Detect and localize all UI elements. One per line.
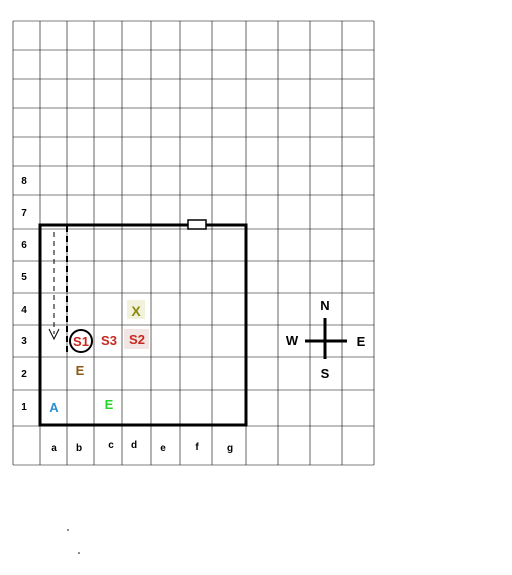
row-label-3: 3 (21, 336, 27, 347)
s3-marker: S3 (101, 333, 117, 348)
row-label-5: 5 (21, 272, 27, 283)
row-label-6: 6 (21, 240, 27, 251)
row-label-4: 4 (21, 305, 27, 316)
row-label-1: 1 (21, 402, 27, 413)
e-marker-brown: E (76, 363, 85, 378)
col-label-f: f (195, 442, 199, 453)
e-marker-green: E (105, 397, 114, 412)
stray-dot (78, 552, 80, 554)
col-label-e: e (160, 443, 166, 454)
row-label-8: 8 (21, 176, 27, 187)
a-marker: A (49, 400, 59, 415)
x-marker: X (131, 303, 141, 319)
grid-lines (12, 20, 375, 466)
col-label-d: d (131, 440, 137, 451)
row-label-2: 2 (21, 369, 27, 380)
s1-circle (69, 329, 93, 353)
arrow-head (48, 328, 60, 341)
compass-north: N (320, 298, 329, 313)
s2-marker: S2 (129, 332, 145, 347)
compass-rose: N S W E (286, 298, 366, 381)
compass-east: E (357, 334, 366, 349)
compass-south: S (321, 366, 330, 381)
col-label-b: b (76, 443, 82, 454)
col-label-c: c (108, 440, 114, 451)
compass-west: W (286, 333, 299, 348)
s2-marker-bg (124, 329, 149, 349)
col-label-g: g (227, 443, 233, 454)
door-marker (187, 219, 207, 230)
col-label-a: a (51, 443, 57, 454)
s1-marker: S1 (73, 334, 89, 349)
x-marker-bg (127, 300, 145, 319)
building-outline (38, 223, 248, 427)
stray-dot (67, 529, 69, 531)
row-label-7: 7 (21, 208, 27, 219)
